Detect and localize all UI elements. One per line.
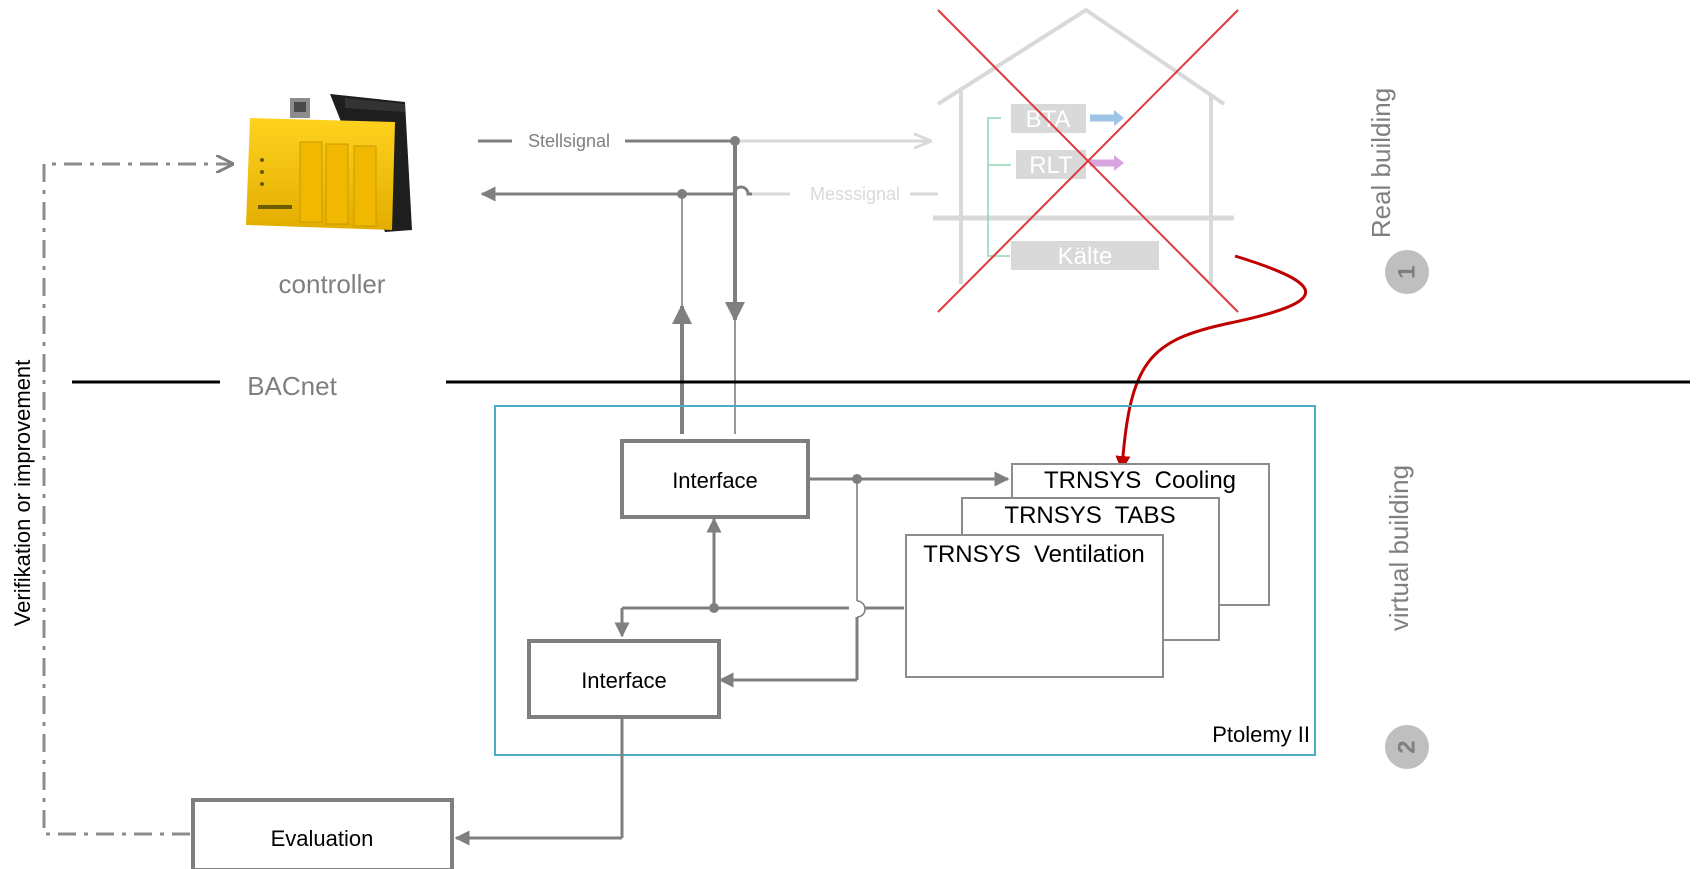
controller-device-icon	[246, 94, 412, 232]
virtual-building-label: virtual building	[1384, 465, 1414, 631]
trnsys-cooling-label: TRNSYS Cooling	[1044, 467, 1236, 494]
step-badge-1-number: 1	[1394, 265, 1421, 278]
feedback-label: Verifikation or improvement	[10, 360, 35, 627]
controller-label: controller	[279, 269, 386, 299]
measuring-signal-label: Messsignal	[810, 184, 900, 204]
evaluation-label: Evaluation	[271, 826, 374, 851]
interface-bottom-label: Interface	[581, 668, 667, 693]
step-badge-2-number: 2	[1394, 740, 1421, 753]
feedback-loop-line	[44, 164, 232, 834]
building-system-kaelte: Kälte	[1058, 243, 1113, 270]
trnsys-ventilation-label: TRNSYS Ventilation	[923, 541, 1144, 568]
ptolemy-label: Ptolemy II	[1212, 722, 1310, 747]
real-building-label: Real building	[1366, 88, 1396, 238]
building-system-rlt: RLT	[1029, 152, 1073, 179]
bacnet-label: BACnet	[247, 371, 337, 401]
trnsys-tabs-label: TRNSYS TABS	[1004, 502, 1175, 529]
interface-top-label: Interface	[672, 468, 758, 493]
actuating-signal-label: Stellsignal	[528, 131, 610, 151]
